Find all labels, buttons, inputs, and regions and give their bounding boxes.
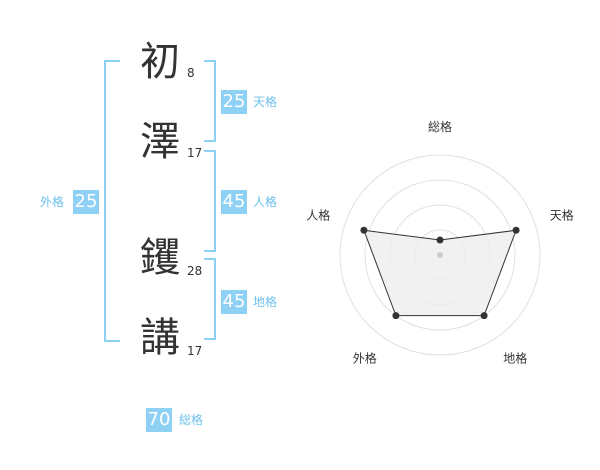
radar-point-1 <box>436 236 444 244</box>
radar-axis-label-5: 人格 <box>306 207 330 222</box>
radar-axis-label-1: 総格 <box>428 119 452 134</box>
soukaku-label: 総格 <box>179 413 204 427</box>
chikaku-bracket <box>204 258 216 340</box>
gaikaku-bracket <box>104 60 120 342</box>
radar-axis-label-2: 天格 <box>550 207 574 222</box>
radar-point-2 <box>512 226 520 234</box>
radar-ring <box>339 154 541 356</box>
chikaku-label: 地格 <box>253 295 278 309</box>
tenkaku-label: 天格 <box>253 95 278 109</box>
jinkaku-label: 人格 <box>253 195 278 209</box>
soukaku-value: 70 <box>146 408 172 432</box>
radar-polygon <box>363 229 517 317</box>
gaikaku-label: 外格 <box>40 195 65 209</box>
stroke-count-1: 8 <box>187 66 195 80</box>
radar-axis-label-4: 外格 <box>353 351 377 366</box>
radar-axis-label-3: 地格 <box>503 351 527 366</box>
radar-point-5 <box>360 226 368 234</box>
tenkaku-value: 25 <box>221 90 247 114</box>
radar-ring <box>364 179 516 331</box>
stroke-count-3: 28 <box>187 264 203 278</box>
stroke-count-4: 17 <box>187 344 203 358</box>
jinkaku-value: 45 <box>221 190 247 214</box>
gaikaku-value: 25 <box>73 190 99 214</box>
radar-point-4 <box>392 312 400 320</box>
tenkaku-bracket <box>204 60 216 142</box>
radar-point-3 <box>480 312 488 320</box>
name-char-3: 钁 <box>140 235 180 281</box>
radar-center <box>437 252 443 258</box>
jinkaku-bracket <box>204 150 216 252</box>
name-char-2: 澤 <box>140 119 180 165</box>
chikaku-value: 45 <box>221 290 247 314</box>
name-char-4: 講 <box>140 315 180 361</box>
stroke-count-2: 17 <box>187 146 203 160</box>
name-char-1: 初 <box>140 39 180 85</box>
